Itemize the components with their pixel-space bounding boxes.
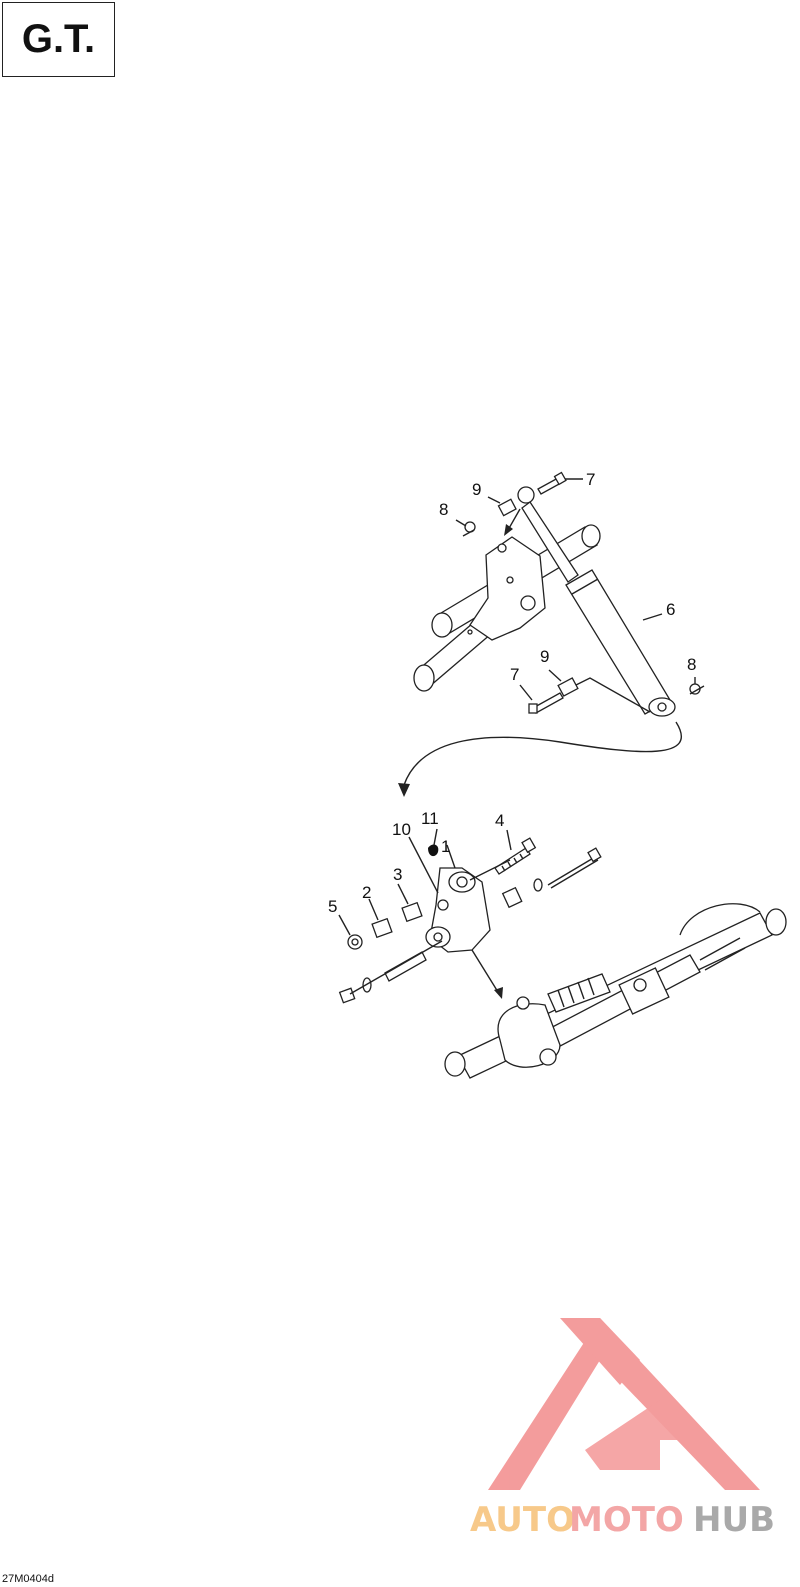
watermark-logo — [488, 1318, 760, 1490]
watermark-moto: MOTO — [569, 1500, 684, 1540]
leader-lines-upper — [398, 478, 705, 797]
callout-11: 11 — [421, 809, 439, 828]
callout-6: 6 — [666, 600, 675, 619]
bushing-3 — [401, 901, 423, 923]
bushing-2 — [371, 917, 393, 939]
nut-5 — [347, 934, 363, 950]
callout-10: 10 — [392, 820, 411, 839]
callout-4: 4 — [495, 811, 504, 830]
leader-lines-lower — [338, 828, 512, 999]
callout-1: 1 — [441, 837, 450, 856]
callout-7-upper: 7 — [586, 470, 595, 489]
callout-2: 2 — [362, 883, 371, 902]
model-badge: G.T. — [2, 2, 115, 77]
watermark-hub: HUB — [693, 1500, 775, 1540]
callout-7-lower: 7 — [510, 665, 519, 684]
callout-8-lower: 8 — [687, 655, 696, 674]
watermark-text: AUTO MOTO HUB — [470, 1500, 775, 1540]
shock-absorber — [517, 486, 676, 717]
ski-leg-assembly — [444, 903, 787, 1079]
long-bolt — [501, 847, 602, 909]
grease-fitting-11 — [428, 844, 439, 857]
bolt-7-lower — [528, 692, 564, 714]
lower-bolt — [338, 951, 427, 1004]
bolt-7-upper — [537, 471, 567, 495]
bolt-4 — [494, 837, 537, 875]
callout-labels: 7 9 8 6 9 8 7 11 10 1 4 3 2 5 — [328, 470, 696, 916]
callout-9-upper: 9 — [472, 480, 481, 499]
spacer-9-upper — [497, 498, 517, 517]
figure-code: 27M0404d — [2, 1573, 54, 1585]
callout-8-upper: 8 — [439, 500, 448, 519]
link-arm-1 — [425, 867, 491, 953]
callout-5: 5 — [328, 897, 337, 916]
frame-bracket — [413, 524, 601, 692]
callout-3: 3 — [393, 865, 402, 884]
callout-9-lower: 9 — [540, 647, 549, 666]
spacer-9-lower — [557, 677, 579, 697]
watermark-auto: AUTO — [470, 1500, 575, 1540]
